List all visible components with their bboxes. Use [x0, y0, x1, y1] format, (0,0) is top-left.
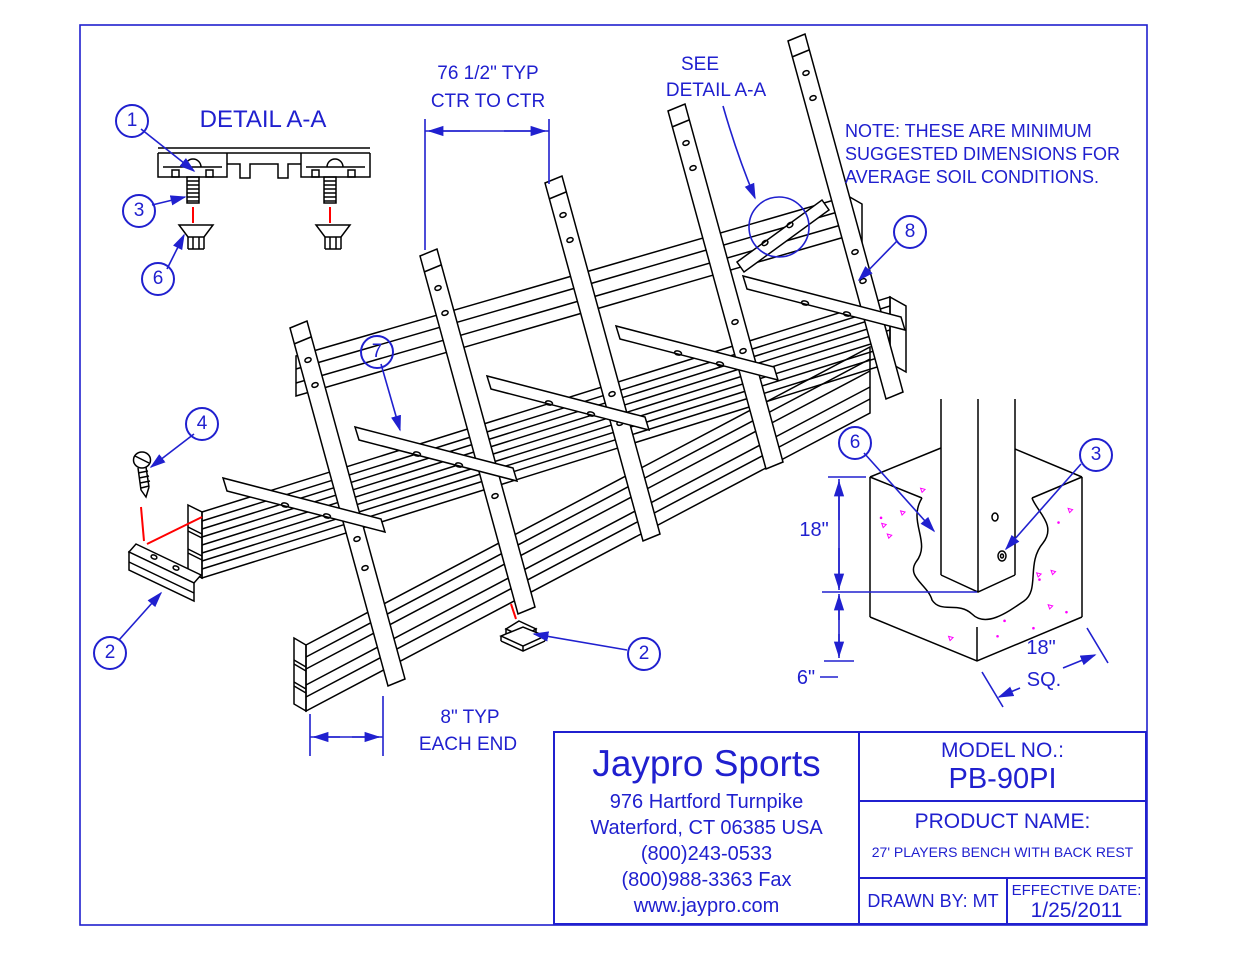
- end-cap-piece: [127, 543, 203, 603]
- product-value: 27' PLAYERS BENCH WITH BACK REST: [871, 844, 1134, 860]
- see-detail-label-line1: SEE: [680, 54, 720, 75]
- callout-screw: 4: [185, 407, 219, 441]
- backrest-brace: [735, 198, 831, 274]
- footing-post: [940, 399, 1016, 593]
- title-block-company-cell: Jaypro Sports 976 Hartford Turnpike Wate…: [553, 731, 860, 925]
- leg-4: [667, 102, 784, 471]
- title-block-effective-date-cell: EFFECTIVE DATE: 1/25/2011: [1006, 877, 1147, 925]
- footing-width-dim: 18": [1026, 637, 1056, 659]
- dim-end-offset-line1: 8" TYP: [440, 707, 500, 728]
- company-name: Jaypro Sports: [592, 743, 821, 784]
- leg-5: [787, 32, 904, 401]
- detail-cap-left: [177, 224, 215, 250]
- company-fax: (800)988-3363 Fax: [621, 869, 792, 891]
- title-block-model-cell: MODEL NO.: PB-90PI: [858, 731, 1147, 802]
- callout-seat-plank: 7: [360, 335, 394, 369]
- callout-foot-cap: 2: [627, 637, 661, 671]
- bench-drawing: [127, 32, 907, 713]
- detail-bolt-right: [323, 176, 337, 204]
- detail-cap-right: [314, 224, 352, 250]
- detail-aa-drawing: [157, 147, 371, 250]
- callout-bolt: 3: [122, 194, 156, 228]
- callout-cap: 6: [141, 262, 175, 296]
- dim-center-spacing-line2: CTR TO CTR: [430, 91, 546, 112]
- company-phone: (800)243-0533: [640, 843, 773, 865]
- callout-end-cap: 2: [93, 636, 127, 670]
- footing-drawing: [820, 399, 1109, 708]
- dim-center-spacing-line1: 76 1/2" TYP: [437, 63, 539, 84]
- detail-view-title: DETAIL A-A: [199, 106, 327, 133]
- detail-bolt-left: [186, 176, 200, 204]
- detail-reference-circle: [748, 196, 810, 258]
- soil-note-line2: SUGGESTED DIMENSIONS FOR: [845, 144, 1121, 164]
- seat-planks: [187, 295, 907, 580]
- callout-plank: 1: [115, 104, 149, 138]
- annotation-lines: [118, 105, 1082, 756]
- callout-footing-bolt: 3: [1079, 438, 1113, 472]
- sheet-border: [79, 24, 1148, 926]
- see-detail-label-line2: DETAIL A-A: [665, 80, 767, 101]
- footing-dimensions: [820, 476, 1109, 708]
- company-address2: Waterford, CT 06385 USA: [590, 817, 823, 839]
- company-website: www.jaypro.com: [633, 895, 780, 917]
- title-block-drawn-by-cell: DRAWN BY: MT: [858, 877, 1008, 925]
- model-value: PB-90PI: [948, 763, 1057, 795]
- leg-1: [289, 319, 406, 688]
- bench-legs: [289, 32, 904, 688]
- model-label: MODEL NO.:: [941, 739, 1064, 762]
- explode-line-footcap: [510, 603, 517, 620]
- explode-line-endcap: [140, 506, 203, 545]
- seat-support-bars: [221, 274, 907, 534]
- footing-depth-dim: 18": [799, 519, 829, 541]
- screw-piece: [132, 451, 152, 499]
- dim-end-offset-line2: EACH END: [418, 734, 518, 755]
- product-label: PRODUCT NAME:: [914, 810, 1091, 833]
- title-block-product-cell: PRODUCT NAME: 27' PLAYERS BENCH WITH BAC…: [858, 800, 1147, 879]
- drawn-by: DRAWN BY: MT: [867, 890, 999, 911]
- soil-note-line1: NOTE: THESE ARE MINIMUM: [845, 121, 1092, 141]
- effective-date-label: EFFECTIVE DATE:: [1011, 882, 1142, 899]
- footing-width-suffix: SQ.: [1026, 669, 1062, 691]
- front-rail-plank: [293, 345, 871, 713]
- footing-concrete: [869, 447, 1083, 662]
- foot-cap-piece: [499, 620, 547, 652]
- company-address1: 976 Hartford Turnpike: [609, 791, 804, 813]
- concrete-speckles: [879, 487, 1074, 642]
- explode-line: [192, 207, 331, 223]
- callout-leg-frame: 8: [893, 215, 927, 249]
- footing-below-grade-dim: 6": [796, 667, 816, 689]
- leg-2: [419, 247, 536, 616]
- callout-footing-cap: 6: [838, 426, 872, 460]
- soil-note-line3: AVERAGE SOIL CONDITIONS.: [845, 167, 1100, 187]
- leg-3: [544, 174, 661, 543]
- effective-date-value: 1/25/2011: [1030, 899, 1123, 922]
